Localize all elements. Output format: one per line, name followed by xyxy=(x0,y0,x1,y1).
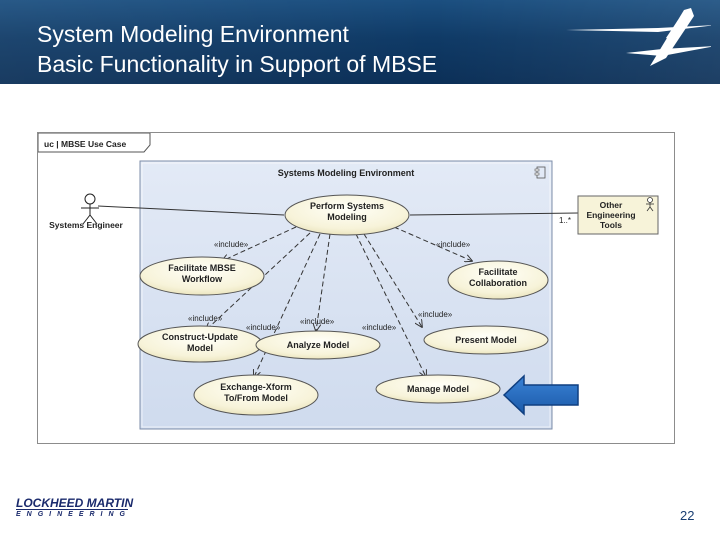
lockheed-star-icon xyxy=(566,8,711,66)
logo-text-bottom: ENGINEERING xyxy=(16,511,132,518)
include-label-6: «include» xyxy=(362,323,397,332)
slide-title-line-1: System Modeling Environment xyxy=(37,21,349,47)
use-case-construct-label: Construct-Update Model xyxy=(162,332,238,353)
association-engineer xyxy=(97,205,285,216)
include-label-1: «include» xyxy=(214,240,249,249)
actor-stereotype-icon xyxy=(646,197,654,212)
header-gradient xyxy=(0,0,720,84)
frame-label-tab: uc | MBSE Use Case xyxy=(37,132,151,153)
use-case-analyze-label: Analyze Model xyxy=(287,340,350,350)
include-label-7: «include» xyxy=(418,310,453,319)
use-case-present[interactable]: Present Model xyxy=(423,325,549,355)
frame-label: uc | MBSE Use Case xyxy=(44,139,126,149)
stick-figure-icon xyxy=(81,193,99,225)
use-case-exchange[interactable]: Exchange-Xform To/From Model xyxy=(193,374,319,416)
component-icon xyxy=(534,166,546,179)
include-label-2: «include» xyxy=(436,240,471,249)
actor-other-engineering-tools[interactable]: Other Engineering Tools xyxy=(577,195,659,235)
system-boundary-title: Systems Modeling Environment xyxy=(278,168,415,178)
include-label-3: «include» xyxy=(188,314,223,323)
use-case-collab-label: Facilitate Collaboration xyxy=(469,267,527,288)
include-dependencies xyxy=(206,226,472,377)
include-labels: «include» «include» «include» «include» … xyxy=(188,240,471,332)
actor-label-other-tools: Other Engineering Tools xyxy=(586,200,636,230)
slide-header: System Modeling Environment Basic Functi… xyxy=(0,0,720,84)
use-case-perform-label: Perform Systems Modeling xyxy=(309,201,385,222)
multiplicity-label: 1..* xyxy=(559,216,571,225)
use-case-perform-box: Perform Systems Modeling xyxy=(309,201,385,222)
actor-label-other-tools-box: Other Engineering Tools xyxy=(586,200,636,230)
actor-systems-engineer[interactable]: Systems Engineer xyxy=(49,193,124,230)
include-line-workflow xyxy=(222,226,297,261)
include-label-4: «include» xyxy=(246,323,281,332)
include-line-manage xyxy=(355,233,426,377)
use-case-construct-box: Construct-Update Model xyxy=(162,332,238,353)
use-case-workflow-box: Facilitate MBSE Workflow xyxy=(168,263,236,284)
use-case-present-label: Present Model xyxy=(455,335,517,345)
logo-text-top: LOCKHEED MARTIN xyxy=(16,496,134,510)
use-case-diagram: uc | MBSE Use Case Systems Modeling Envi… xyxy=(37,132,659,430)
use-case-collab[interactable]: Facilitate Collaboration xyxy=(447,260,549,300)
include-line-present xyxy=(363,233,422,327)
association-tools xyxy=(409,212,579,216)
use-case-exchange-label: Exchange-Xform To/From Model xyxy=(220,382,292,403)
diagram-frame: uc | MBSE Use Case Systems Modeling Envi… xyxy=(37,132,675,444)
include-line-analyze xyxy=(316,233,331,331)
use-case-collab-box: Facilitate Collaboration xyxy=(469,267,527,288)
use-case-perform[interactable]: Perform Systems Modeling xyxy=(284,194,410,236)
use-case-exchange-box: Exchange-Xform To/From Model xyxy=(220,382,292,403)
slide-title-line-2: Basic Functionality in Support of MBSE xyxy=(37,51,438,77)
use-case-workflow[interactable]: Facilitate MBSE Workflow xyxy=(139,256,265,296)
include-label-5: «include» xyxy=(300,317,335,326)
logo-rule xyxy=(16,509,128,510)
page-number: 22 xyxy=(680,508,695,523)
use-case-manage[interactable]: Manage Model xyxy=(375,374,501,404)
lockheed-martin-logo: LOCKHEED MARTIN ENGINEERING xyxy=(16,496,134,522)
callout-arrow-icon xyxy=(502,374,579,416)
actor-label-systems-engineer: Systems Engineer xyxy=(49,220,123,230)
use-case-manage-label: Manage Model xyxy=(407,384,469,394)
use-case-analyze[interactable]: Analyze Model xyxy=(255,330,381,360)
use-case-workflow-label: Facilitate MBSE Workflow xyxy=(168,263,236,284)
use-case-construct[interactable]: Construct-Update Model xyxy=(137,325,263,363)
include-line-exchange xyxy=(254,233,321,377)
include-line-collab xyxy=(393,226,472,261)
